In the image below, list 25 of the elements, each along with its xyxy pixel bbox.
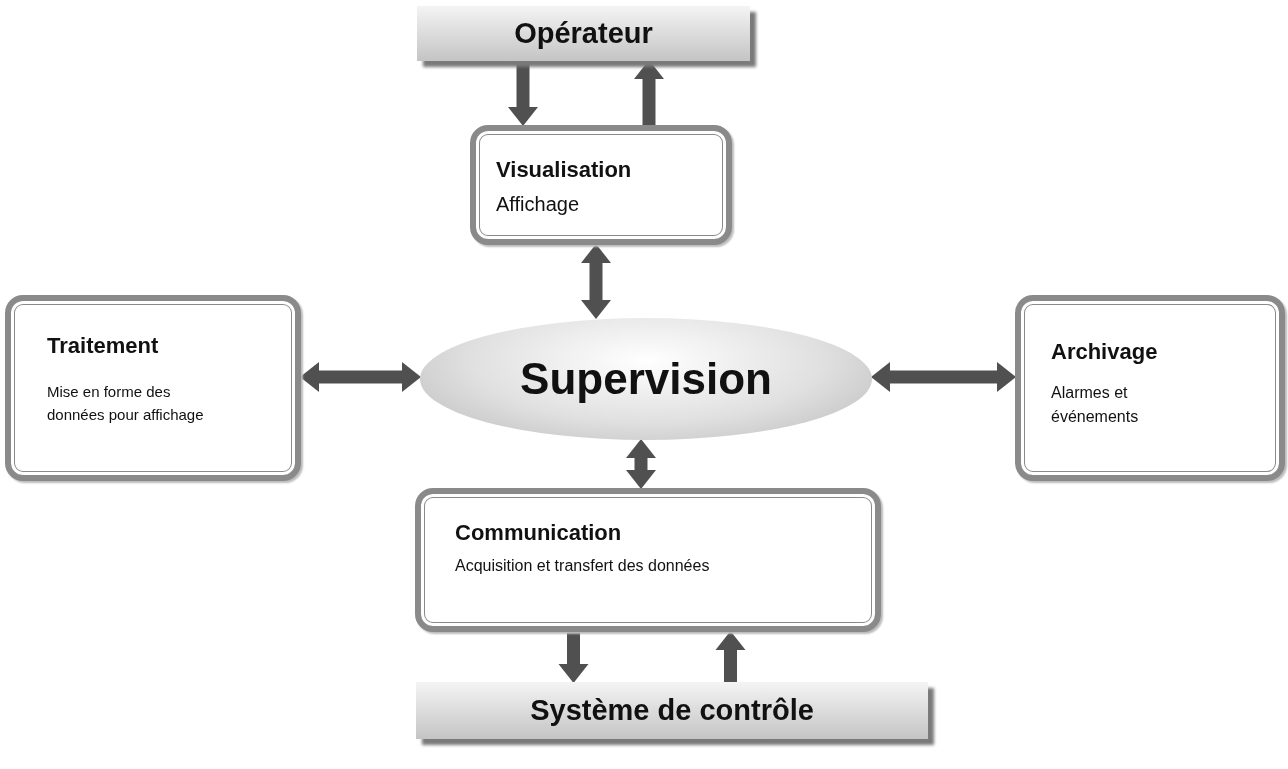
box-text: Alarmes et événements	[1051, 383, 1140, 427]
process-box	[470, 125, 732, 245]
box-text: Mise en forme des données pour affichage	[47, 382, 205, 425]
block-arrow	[581, 244, 611, 319]
block-arrow	[626, 439, 656, 489]
box-title: Traitement	[47, 333, 160, 359]
block-arrow	[715, 631, 746, 682]
process-box	[415, 488, 881, 632]
block-arrow	[558, 632, 589, 683]
box-title: Archivage	[1051, 339, 1159, 365]
banner-bar	[417, 6, 750, 61]
bar-title: Système de contrôle	[530, 694, 814, 727]
block-arrow	[300, 362, 421, 392]
box-text: Acquisition et transfert des données	[455, 556, 711, 576]
box-title: Visualisation	[496, 157, 633, 183]
process-box	[1015, 295, 1285, 481]
bar-title: Opérateur	[514, 17, 653, 50]
box-title: Communication	[455, 520, 623, 546]
block-arrow	[508, 61, 538, 126]
block-arrow	[871, 362, 1016, 392]
block-arrow	[634, 60, 664, 125]
banner-bar	[416, 682, 928, 739]
process-box	[5, 295, 301, 481]
box-text: Affichage	[496, 192, 581, 217]
ellipse-title: Supervision	[520, 354, 772, 404]
